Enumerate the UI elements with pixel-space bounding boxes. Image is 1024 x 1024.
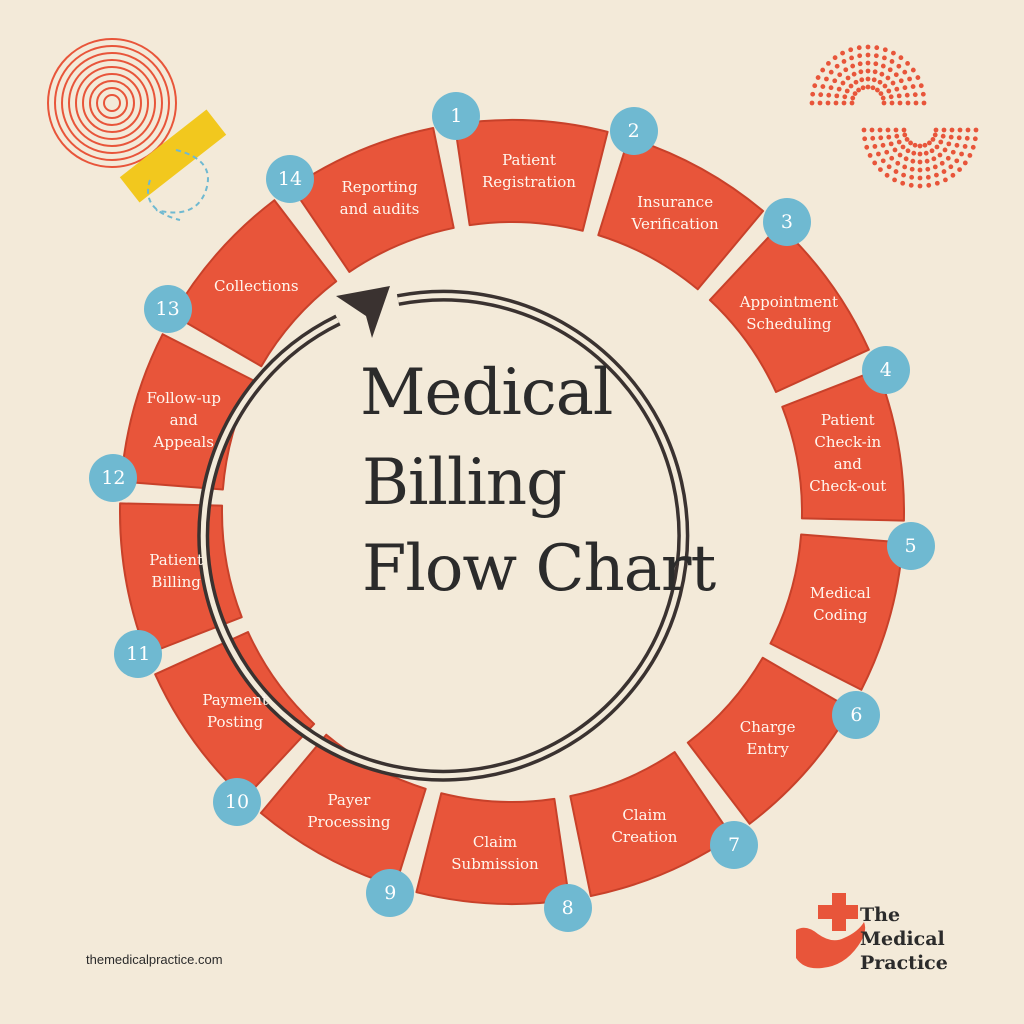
step-label-line: Coding [813, 606, 868, 625]
step-label-line: Submission [451, 854, 539, 873]
step-label-line: Check-out [809, 476, 887, 495]
step-number-badge-12: 12 [89, 454, 138, 503]
brand-line: Medical [860, 928, 945, 950]
step-number-badge-11: 11 [114, 630, 163, 679]
step-label-line: Payment [202, 691, 268, 710]
step-number-badge-10: 10 [213, 778, 262, 827]
step-label-line: Claim [622, 806, 667, 825]
step-label-line: Charge [739, 717, 796, 736]
step-segment-5 [769, 533, 904, 691]
step-number-badge-1: 1 [432, 91, 481, 140]
step-number-badge-2: 2 [609, 106, 658, 155]
step-label-line: Creation [611, 828, 678, 847]
step-label-line: Verification [631, 214, 719, 233]
step-label-line: Registration [482, 173, 576, 192]
circular-arrow-icon [197, 286, 690, 782]
yellow-tape-icon [119, 109, 227, 221]
medical-cross-hand-icon [796, 893, 866, 969]
step-number-badge-14: 14 [265, 155, 314, 204]
step-number-badge-9: 9 [366, 869, 415, 918]
step-label-line: Check-in [814, 432, 882, 451]
step-segment-7 [569, 751, 733, 897]
step-label-line: Patient [502, 151, 556, 170]
step-label-line: and [169, 410, 198, 429]
step-label-line: Billing [151, 573, 201, 592]
step-segment-13 [172, 199, 338, 368]
website-url: themedicalpractice.com [86, 952, 223, 967]
concentric-circles-icon [47, 38, 177, 168]
step-segment-4 [781, 368, 905, 522]
step-label-line: Appointment [739, 292, 839, 311]
step-segment-6 [686, 656, 852, 825]
step-segment-10 [154, 631, 316, 800]
step-number-badge-7: 7 [710, 820, 759, 869]
step-label-line: Appeals [153, 432, 214, 451]
step-label-line: Payer [327, 791, 371, 810]
step-label-line: Reporting [341, 177, 418, 196]
brand-line: Practice [860, 952, 948, 974]
step-number-badge-3: 3 [762, 197, 811, 246]
step-label-line: Collections [214, 277, 299, 296]
step-label-line: Medical [809, 584, 871, 603]
brand-name: The Medical Practice [860, 903, 948, 975]
step-segment-1 [453, 119, 609, 232]
step-label-13: Collections [191, 275, 321, 297]
step-label-line: Patient [820, 410, 875, 429]
step-segment-8 [415, 792, 571, 905]
step-label-line: and [833, 454, 862, 473]
step-label-line: Insurance [637, 192, 714, 211]
step-label-line: Scheduling [746, 314, 832, 333]
title-line-2: Billing [362, 446, 567, 520]
step-segment-14 [291, 127, 455, 273]
step-segment-3 [708, 224, 870, 393]
step-label-line: Patient [149, 551, 204, 570]
dotted-arcs-icon [809, 44, 979, 189]
step-number-badge-4: 4 [861, 345, 910, 394]
step-label-line: Processing [307, 813, 391, 832]
step-label-line: Follow-up [146, 388, 221, 407]
step-label-line: Posting [206, 713, 264, 732]
step-label-line: and audits [339, 199, 420, 218]
step-number-badge-8: 8 [543, 884, 592, 933]
title-line-1: Medical [360, 356, 613, 430]
step-label-line: Claim [472, 832, 518, 851]
title-line-3: Flow Chart [362, 532, 716, 606]
step-label-line: Entry [746, 739, 789, 758]
step-number-badge-5: 5 [886, 521, 935, 570]
step-segment-2 [597, 136, 765, 291]
brand-line: The [860, 904, 901, 926]
step-number-badge-13: 13 [143, 284, 192, 333]
step-number-badge-6: 6 [832, 691, 881, 740]
step-label-14: Reporting and audits [315, 176, 445, 220]
